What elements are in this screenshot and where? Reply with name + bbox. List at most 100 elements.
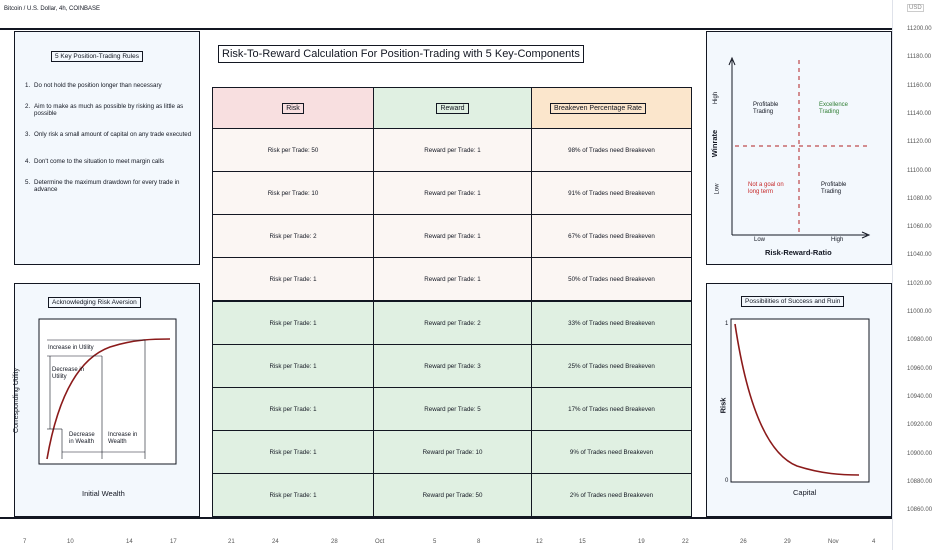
- risk-cell: Risk per Trade: 1: [212, 344, 374, 388]
- price-label: 10980.00: [907, 337, 932, 344]
- price-label: 10960.00: [907, 365, 932, 372]
- x-high-label: High: [831, 237, 844, 243]
- time-label: 21: [228, 539, 235, 545]
- rule-item: 1. Do not hold the position longer than …: [25, 82, 162, 89]
- reward-cell: Reward per Trade: 1: [373, 214, 532, 258]
- risk-axis-label: Risk: [718, 397, 728, 414]
- price-label: 10900.00: [907, 450, 932, 457]
- risk-cell: Risk per Trade: 1: [212, 387, 374, 431]
- increase-utility-label: Increase in Utility: [48, 345, 94, 351]
- y-top-label: 1: [725, 321, 729, 327]
- y-high-label: High: [713, 91, 720, 105]
- y-low-label: Low: [714, 183, 721, 195]
- risk-aversion-panel: Acknowledging Risk Aversion Increase in …: [12, 283, 200, 517]
- reward-cell: Reward per Trade: 1: [373, 128, 532, 172]
- time-label: 17: [170, 539, 177, 545]
- risk-cell: Risk per Trade: 1: [212, 300, 374, 345]
- decrease-utility-label: Decrease in Utility: [52, 367, 85, 380]
- time-label: 5: [433, 539, 437, 545]
- price-label: 11140.00: [907, 110, 932, 117]
- utility-curve: [46, 338, 171, 460]
- risk-cell: Risk per Trade: 1: [212, 430, 374, 474]
- table-row: Risk per Trade: 1 Reward per Trade: 50 2…: [212, 473, 692, 517]
- rule-item: 5. Determine the maximum drawdown for ev…: [25, 179, 180, 193]
- time-label: 29: [784, 539, 791, 545]
- ruin-curve-chart: [730, 318, 870, 483]
- price-label: 11020.00: [907, 280, 932, 287]
- page-title: Risk-To-Reward Calculation For Position-…: [218, 45, 584, 63]
- price-label: 10940.00: [907, 393, 932, 400]
- breakeven-cell: 2% of Trades need Breakeven: [531, 473, 692, 517]
- wealth-axis-label: Initial Wealth: [82, 489, 125, 498]
- risk-cell: Risk per Trade: 50: [212, 128, 374, 172]
- price-label: 10880.00: [907, 478, 932, 485]
- time-label: 22: [682, 539, 689, 545]
- quadrant-bottom-left: Not a goal on long term: [748, 182, 784, 195]
- reward-cell: Reward per Trade: 50: [373, 473, 532, 517]
- breakeven-cell: 91% of Trades need Breakeven: [531, 171, 692, 215]
- currency-badge[interactable]: USD: [907, 4, 924, 12]
- quadrant-top-right: Excellence Trading: [819, 102, 849, 115]
- top-horizontal-line: [0, 28, 892, 30]
- y-bottom-label: 0: [725, 478, 729, 484]
- table-row: Risk per Trade: 1 Reward per Trade: 5 17…: [212, 387, 692, 431]
- time-label: 4: [872, 539, 876, 545]
- breakeven-header: Breakeven Percentage Rate: [531, 87, 692, 129]
- utility-axis-label: Corresponding Utility: [12, 368, 20, 433]
- price-label: 11000.00: [907, 309, 932, 315]
- time-label: 8: [477, 539, 481, 545]
- winrate-axis-label: Winrate: [710, 129, 720, 158]
- utility-curve-chart: [38, 318, 177, 465]
- breakeven-cell: 67% of Trades need Breakeven: [531, 214, 692, 258]
- risk-aversion-title: Acknowledging Risk Aversion: [48, 297, 141, 308]
- rules-panel: 5 Key Position-Trading Rules 1. Do not h…: [14, 31, 200, 265]
- rule-item: 4. Don't come to the situation to meet m…: [25, 158, 165, 165]
- ruin-panel: Possibilities of Success and Ruin 1 0 Ri…: [706, 283, 892, 517]
- time-label: 28: [331, 539, 338, 545]
- risk-cell: Risk per Trade: 10: [212, 171, 374, 215]
- quadrant-top-left: Profitable Trading: [753, 102, 779, 115]
- risk-header: Risk: [212, 87, 374, 129]
- risk-cell: Risk per Trade: 1: [212, 473, 374, 517]
- price-label: 11080.00: [907, 195, 932, 202]
- reward-cell: Reward per Trade: 3: [373, 344, 532, 388]
- time-label: 26: [740, 539, 747, 545]
- price-label: 10860.00: [907, 507, 932, 514]
- table-row: Risk per Trade: 1 Reward per Trade: 1 50…: [212, 257, 692, 302]
- time-label: 24: [272, 539, 279, 545]
- breakeven-cell: 17% of Trades need Breakeven: [531, 387, 692, 431]
- time-label: Oct: [375, 539, 385, 545]
- ruin-panel-title: Possibilities of Success and Ruin: [741, 296, 845, 307]
- table-row: Risk per Trade: 1 Reward per Trade: 10 9…: [212, 430, 692, 474]
- reward-cell: Reward per Trade: 2: [373, 300, 532, 345]
- price-label: 11200.00: [907, 26, 932, 32]
- rules-panel-title: 5 Key Position-Trading Rules: [51, 51, 143, 62]
- risk-reward-axis-label: Risk-Reward-Ratio: [765, 248, 832, 257]
- quadrant-chart: [728, 56, 871, 239]
- breakeven-cell: 98% of Trades need Breakeven: [531, 128, 692, 172]
- time-label: 12: [536, 539, 543, 545]
- x-low-label: Low: [754, 237, 766, 243]
- reward-cell: Reward per Trade: 5: [373, 387, 532, 431]
- breakeven-cell: 50% of Trades need Breakeven: [531, 257, 692, 302]
- table-row: Risk per Trade: 1 Reward per Trade: 3 25…: [212, 344, 692, 388]
- symbol-label[interactable]: Bitcoin / U.S. Dollar, 4h, COINBASE: [4, 6, 101, 12]
- price-label: 10920.00: [907, 422, 932, 429]
- table-row: Risk per Trade: 1 Reward per Trade: 2 33…: [212, 300, 692, 345]
- rules-list: 1. Do not hold the position longer than …: [25, 82, 195, 207]
- time-label: Nov: [828, 539, 839, 545]
- breakeven-cell: 33% of Trades need Breakeven: [531, 300, 692, 345]
- time-label: 19: [638, 539, 645, 545]
- time-label: 10: [67, 539, 74, 545]
- quadrant-panel: High Low Winrate Profitable Trading Exce…: [706, 31, 892, 265]
- risk-cell: Risk per Trade: 1: [212, 257, 374, 302]
- time-label: 15: [579, 539, 586, 545]
- chart-header: Bitcoin / U.S. Dollar, 4h, COINBASE: [0, 0, 892, 24]
- reward-cell: Reward per Trade: 10: [373, 430, 532, 474]
- price-label: 11040.00: [907, 252, 932, 259]
- price-label: 11160.00: [907, 82, 932, 89]
- breakeven-cell: 25% of Trades need Breakeven: [531, 344, 692, 388]
- ruin-plot-frame: [730, 318, 870, 483]
